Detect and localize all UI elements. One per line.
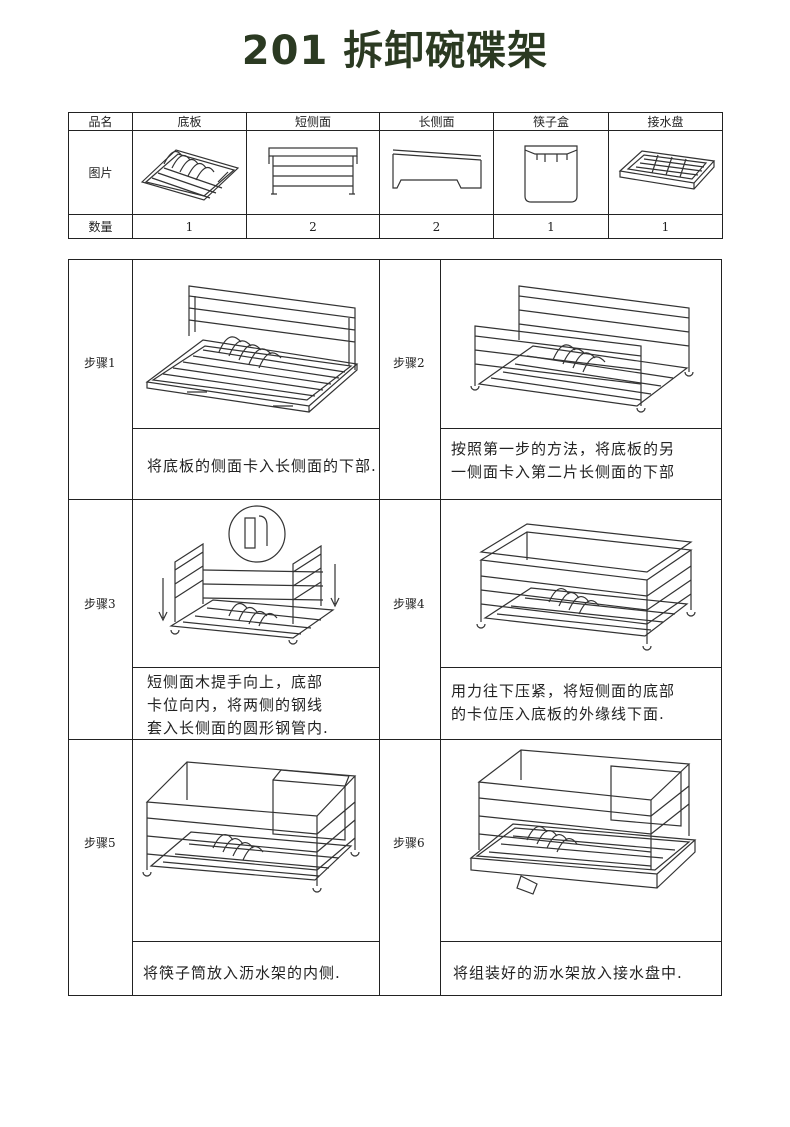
part-quantity: 1 bbox=[608, 214, 723, 239]
caption-line: 一侧面卡入第二片长侧面的下部 bbox=[451, 463, 676, 481]
part-quantity: 1 bbox=[132, 214, 247, 239]
caption-line: 的卡位压入底板的外缘线下面. bbox=[451, 705, 665, 723]
bottom-rack-icon bbox=[140, 148, 239, 201]
step-label: 步骤3 bbox=[84, 597, 116, 611]
part-image-cell bbox=[379, 130, 494, 215]
caption-line: 将组装好的沥水架放入接水盘中. bbox=[453, 964, 683, 982]
parts-table: 品名 底板 短侧面 长侧面 筷子盒 接水盘 图片 bbox=[68, 112, 723, 239]
part-name: 筷子盒 bbox=[493, 112, 609, 131]
caption-line: 将底板的侧面卡入长侧面的下部. bbox=[147, 457, 377, 475]
long-side-icon bbox=[391, 148, 482, 189]
step-label: 步骤4 bbox=[393, 597, 425, 611]
chopstick-box-icon bbox=[524, 144, 578, 203]
grid-divider bbox=[69, 739, 721, 740]
page-title: 201 拆卸碗碟架 bbox=[241, 28, 549, 74]
row-label-name: 品名 bbox=[68, 112, 133, 131]
assembly-steps-grid: 步骤1 步骤2 步骤3 步骤4 步骤5 步骤6 bbox=[68, 259, 722, 996]
short-side-icon bbox=[268, 146, 358, 195]
step-caption: 将筷子筒放入沥水架的内侧. bbox=[143, 962, 341, 985]
part-image-cell bbox=[246, 130, 380, 215]
caption-divider bbox=[132, 428, 379, 429]
step-label: 步骤6 bbox=[393, 836, 425, 850]
caption-line: 将筷子筒放入沥水架的内侧. bbox=[143, 964, 341, 982]
step-label: 步骤2 bbox=[393, 356, 425, 370]
grid-divider bbox=[379, 260, 380, 995]
rack-step1-icon bbox=[145, 285, 359, 413]
part-name: 接水盘 bbox=[608, 112, 723, 131]
rack-step5-icon bbox=[142, 761, 360, 893]
part-quantity: 2 bbox=[246, 214, 380, 239]
step-illustration bbox=[441, 500, 722, 667]
step-illustration bbox=[133, 740, 379, 941]
grid-divider bbox=[132, 260, 133, 995]
part-image-cell bbox=[493, 130, 609, 215]
part-image-cell bbox=[608, 130, 723, 215]
step-label: 步骤5 bbox=[84, 836, 116, 850]
part-quantity: 1 bbox=[493, 214, 609, 239]
caption-line: 短侧面木提手向上，底部 bbox=[147, 673, 324, 691]
part-image-cell bbox=[132, 130, 247, 215]
part-quantity: 2 bbox=[379, 214, 494, 239]
grid-divider bbox=[69, 499, 721, 500]
step-caption: 短侧面木提手向上，底部 卡位向内，将两侧的钢线 套入长侧面的圆形钢管内. bbox=[147, 671, 329, 740]
parts-quantity-row: 数量 1 2 2 1 1 bbox=[68, 214, 723, 239]
rack-step2-icon bbox=[470, 285, 694, 413]
caption-divider bbox=[440, 941, 722, 942]
step-illustration bbox=[441, 260, 722, 428]
caption-divider bbox=[132, 667, 379, 668]
rack-step3-icon bbox=[158, 505, 340, 645]
caption-line: 卡位向内，将两侧的钢线 bbox=[147, 696, 324, 714]
rack-step4-icon bbox=[476, 523, 696, 651]
caption-divider bbox=[132, 941, 379, 942]
caption-divider bbox=[440, 667, 722, 668]
rack-step6-icon bbox=[469, 749, 697, 895]
grid-divider bbox=[440, 260, 441, 995]
step-illustration bbox=[441, 740, 722, 941]
caption-line: 按照第一步的方法，将底板的另 bbox=[451, 440, 676, 458]
step-caption: 将组装好的沥水架放入接水盘中. bbox=[453, 962, 683, 985]
step-label: 步骤1 bbox=[84, 356, 116, 370]
part-name: 长侧面 bbox=[379, 112, 494, 131]
caption-line: 套入长侧面的圆形钢管内. bbox=[147, 719, 329, 737]
part-name: 底板 bbox=[132, 112, 247, 131]
step-illustration bbox=[133, 260, 379, 428]
row-label-image: 图片 bbox=[68, 130, 133, 215]
row-label-quantity: 数量 bbox=[68, 214, 133, 239]
caption-line: 用力往下压紧，将短侧面的底部 bbox=[451, 682, 676, 700]
parts-name-row: 品名 底板 短侧面 长侧面 筷子盒 接水盘 bbox=[68, 112, 723, 131]
step-caption: 将底板的侧面卡入长侧面的下部. bbox=[147, 455, 377, 478]
parts-image-row: 图片 bbox=[68, 130, 723, 215]
caption-divider bbox=[440, 428, 722, 429]
step-caption: 用力往下压紧，将短侧面的底部 的卡位压入底板的外缘线下面. bbox=[451, 680, 675, 726]
drip-tray-icon bbox=[618, 149, 715, 190]
part-name: 短侧面 bbox=[246, 112, 380, 131]
step-illustration bbox=[133, 500, 379, 667]
step-caption: 按照第一步的方法，将底板的另 一侧面卡入第二片长侧面的下部 bbox=[451, 438, 675, 484]
